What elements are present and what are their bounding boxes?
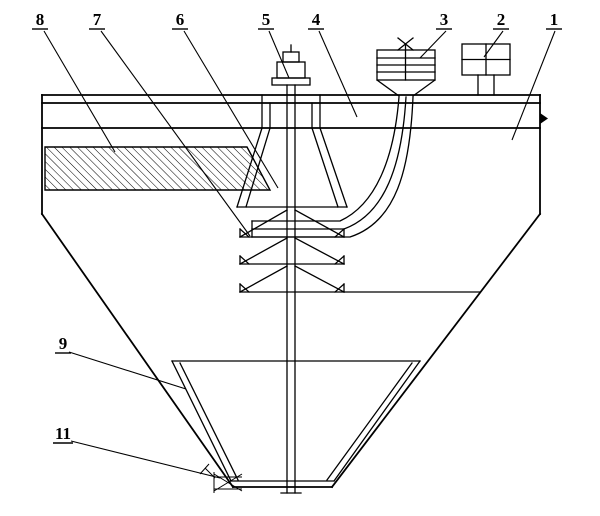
callout-11-label: 11 <box>55 424 71 443</box>
callout-2: 2 <box>483 10 509 58</box>
inclined-plate-hatched-zone <box>44 146 272 191</box>
callout-11: 11 <box>53 424 221 479</box>
callout-7: 7 <box>89 10 251 237</box>
callout-4-label: 4 <box>312 10 321 29</box>
callouts: 8 7 6 5 4 3 2 <box>32 10 562 479</box>
central-shaft <box>280 84 302 494</box>
tank-shell-outline <box>40 94 542 489</box>
callout-6-label: 6 <box>176 10 185 29</box>
callout-9: 9 <box>55 334 187 390</box>
callout-9-label: 9 <box>59 334 68 353</box>
callout-6: 6 <box>172 10 279 189</box>
callout-2-label: 2 <box>497 10 506 29</box>
callout-8: 8 <box>32 10 116 153</box>
callout-8-label: 8 <box>36 10 45 29</box>
bottom-discharge-valve <box>199 463 243 493</box>
callout-3-label: 3 <box>440 10 449 29</box>
callout-1: 1 <box>511 10 562 141</box>
control-box <box>461 43 511 96</box>
callout-4: 4 <box>308 10 358 118</box>
rake-cone-plates <box>239 209 481 293</box>
callout-7-label: 7 <box>93 10 102 29</box>
callout-5: 5 <box>258 10 290 79</box>
callout-5-label: 5 <box>262 10 271 29</box>
wall-weld-tick-icon <box>540 113 548 124</box>
callout-3: 3 <box>419 10 452 59</box>
agitator-feed-tank <box>376 37 436 97</box>
callout-1-label: 1 <box>550 10 559 29</box>
inner-cone <box>171 360 421 482</box>
feed-pipe <box>251 96 414 238</box>
center-feedwell <box>236 94 348 208</box>
shaft-drive-unit <box>271 44 311 86</box>
